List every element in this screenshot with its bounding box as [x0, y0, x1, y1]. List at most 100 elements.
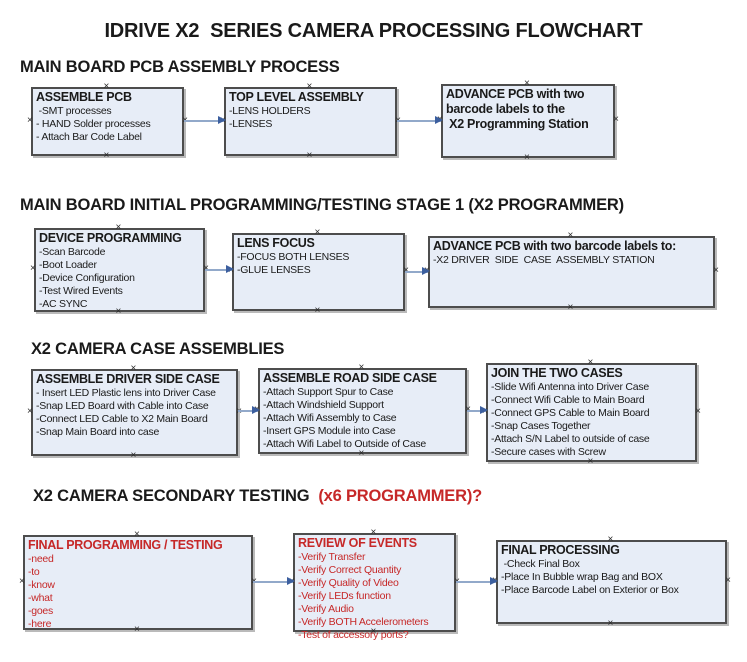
box-line: -Snap Cases Together: [491, 420, 591, 432]
section-header-pcb-assembly: MAIN BOARD PCB ASSEMBLY PROCESS: [20, 58, 340, 76]
box-line: - Attach Bar Code Label: [36, 131, 142, 143]
box-line: -Verify Correct Quantity: [298, 564, 402, 576]
box-line: -Place Barcode Label on Exterior or Box: [501, 584, 679, 596]
section-header-black-part: X2 CAMERA SECONDARY TESTING: [33, 487, 310, 505]
box-line: -X2 DRIVER SIDE CASE ASSEMBLY STATION: [433, 254, 655, 266]
box-line: -Connect LED Cable to X2 Main Board: [36, 413, 208, 425]
connector-arrow: [205, 266, 234, 273]
connector-arrow: [467, 407, 488, 414]
box-title: ASSEMBLE DRIVER SIDE CASE: [36, 372, 220, 386]
flowbox-review-of-events: REVIEW OF EVENTS -Verify Transfer -Verif…: [289, 528, 460, 642]
box-title: ASSEMBLE PCB: [36, 90, 132, 104]
box-line: -Insert GPS Module into Case: [263, 425, 396, 437]
box-title: LENS FOCUS: [237, 236, 315, 250]
box-line: -AC SYNC: [39, 298, 88, 310]
box-line: -Verify Transfer: [298, 551, 366, 563]
connector-handle-icon: ×: [236, 406, 242, 416]
box-line: -Snap Main Board into case: [36, 426, 160, 438]
box-title: JOIN THE TWO CASES: [491, 366, 623, 380]
box-line: -know: [28, 579, 55, 591]
connector-arrow: [456, 578, 498, 585]
box-line: -Place In Bubble wrap Bag and BOX: [501, 571, 663, 583]
box-line: -Test of accessory ports?: [298, 629, 409, 641]
box-line: -here: [28, 618, 52, 630]
box-line: -GLUE LENSES: [237, 264, 311, 276]
connector-handle-icon: ×: [103, 150, 110, 161]
connector-handle-icon: ×: [19, 575, 25, 587]
box-line: -Verify BOTH Accelerometers: [298, 616, 429, 628]
connector-handle-icon: ×: [524, 152, 530, 163]
page-title: IDRIVE X2 SERIES CAMERA PROCESSING FLOWC…: [104, 20, 643, 42]
box-line: -Attach Windshield Support: [263, 399, 384, 411]
box-line: -Boot Loader: [39, 259, 97, 271]
flowbox-top-level-assembly: TOP LEVEL ASSEMBLY -LENS HOLDERS -LENSES…: [220, 82, 401, 161]
flowbox-join-the-two-cases: JOIN THE TWO CASES -Slide Wifi Antenna i…: [482, 358, 701, 467]
connector-handle-icon: ×: [358, 448, 365, 459]
box-line: - Insert LED Plastic lens into Driver Ca…: [36, 387, 216, 399]
flowbox-assemble-road-side-case: ASSEMBLE ROAD SIDE CASE -Attach Support …: [254, 363, 471, 459]
connector-handle-icon: ×: [567, 302, 574, 313]
connector-handle-icon: ×: [725, 575, 731, 586]
section-header-red-part: (x6 PROGRAMMER)?: [318, 487, 482, 505]
box-line: -Secure cases with Screw: [491, 446, 606, 458]
box-line: -SMT processes: [36, 105, 112, 117]
box-title: TOP LEVEL ASSEMBLY: [229, 90, 364, 104]
connector-handle-icon: ×: [314, 305, 321, 316]
box-line: -Connect Wifi Cable to Main Board: [491, 394, 645, 406]
connector-handle-icon: ×: [306, 150, 313, 161]
box-line: -Attach Wifi Label to Outside of Case: [263, 438, 426, 450]
box-title: REVIEW OF EVENTS: [298, 536, 417, 550]
box-line: -need: [28, 553, 54, 565]
box-line: - HAND Solder processes: [36, 118, 151, 130]
box-line: -Connect GPS Cable to Main Board: [491, 407, 650, 419]
box-line: -Verify LEDs function: [298, 590, 391, 602]
box-line: -Device Configuration: [39, 272, 135, 284]
connector-handle-icon: ×: [587, 456, 594, 467]
connector-handle-icon: ×: [713, 265, 719, 276]
box-line: -Attach S/N Label to outside of case: [491, 433, 650, 445]
flowbox-assemble-pcb: ASSEMBLE PCB -SMT processes - HAND Solde…: [27, 82, 188, 161]
box-line: -FOCUS BOTH LENSES: [237, 251, 350, 263]
connector-arrow: [397, 117, 443, 124]
flowbox-lens-focus: LENS FOCUS -FOCUS BOTH LENSES -GLUE LENS…: [228, 228, 409, 316]
box-line: -Verify Audio: [298, 603, 354, 615]
section-header-initial-programming: MAIN BOARD INITIAL PROGRAMMING/TESTING S…: [20, 196, 624, 214]
section-header-case-assemblies: X2 CAMERA CASE ASSEMBLIES: [31, 340, 285, 358]
box-line: -goes: [28, 605, 54, 617]
connector-arrow: [253, 578, 295, 585]
connector-handle-icon: ×: [27, 405, 33, 417]
box-line: -LENS HOLDERS: [229, 105, 311, 117]
box-line: -Verify Quality of Video: [298, 577, 399, 589]
box-line: -what: [28, 592, 53, 604]
box-line: -to: [28, 566, 40, 578]
box-title: ADVANCE PCB with two barcode labels to t…: [446, 87, 589, 131]
box-title: DEVICE PROGRAMMING: [39, 231, 182, 245]
connector-handle-icon: ×: [607, 618, 614, 629]
box-title: ASSEMBLE ROAD SIDE CASE: [263, 371, 437, 385]
connector-arrow: [184, 117, 226, 124]
flowbox-assemble-driver-side-case: ASSEMBLE DRIVER SIDE CASE - Insert LED P…: [27, 364, 242, 461]
flowbox-advance-pcb-programming-station: ADVANCE PCB with two barcode labels to t…: [437, 79, 619, 163]
section-header-secondary-testing: X2 CAMERA SECONDARY TESTING (x6 PROGRAMME…: [33, 487, 482, 506]
box-line: -Attach Support Spur to Case: [263, 386, 394, 398]
box-line: -LENSES: [229, 118, 273, 130]
box-line: -Check Final Box: [501, 558, 580, 570]
flowbox-device-programming: DEVICE PROGRAMMING -Scan Barcode -Boot L…: [30, 223, 209, 317]
box-title: ADVANCE PCB with two barcode labels to:: [433, 239, 676, 253]
connector-handle-icon: ×: [130, 450, 137, 461]
flowbox-advance-pcb-driver-side: ADVANCE PCB with two barcode labels to: …: [424, 231, 719, 313]
connector-arrow: [238, 407, 260, 414]
connector-arrow: [405, 268, 430, 275]
box-line: -Scan Barcode: [39, 246, 106, 258]
box-title: FINAL PROCESSING: [501, 543, 620, 557]
connector-handle-icon: ×: [27, 114, 33, 126]
box-line: -Slide Wifi Antenna into Driver Case: [491, 381, 649, 393]
box-line: -Test Wired Events: [39, 285, 123, 297]
connector-handle-icon: ×: [695, 405, 701, 417]
box-line: -Snap LED Board with Cable into Case: [36, 400, 209, 412]
box-title: FINAL PROGRAMMING / TESTING: [28, 538, 223, 552]
box-line: -Attach Wifi Assembly to Case: [263, 412, 397, 424]
flowbox-final-programming-testing: FINAL PROGRAMMING / TESTING -need -to -k…: [19, 530, 257, 635]
connector-handle-icon: ×: [613, 114, 619, 125]
